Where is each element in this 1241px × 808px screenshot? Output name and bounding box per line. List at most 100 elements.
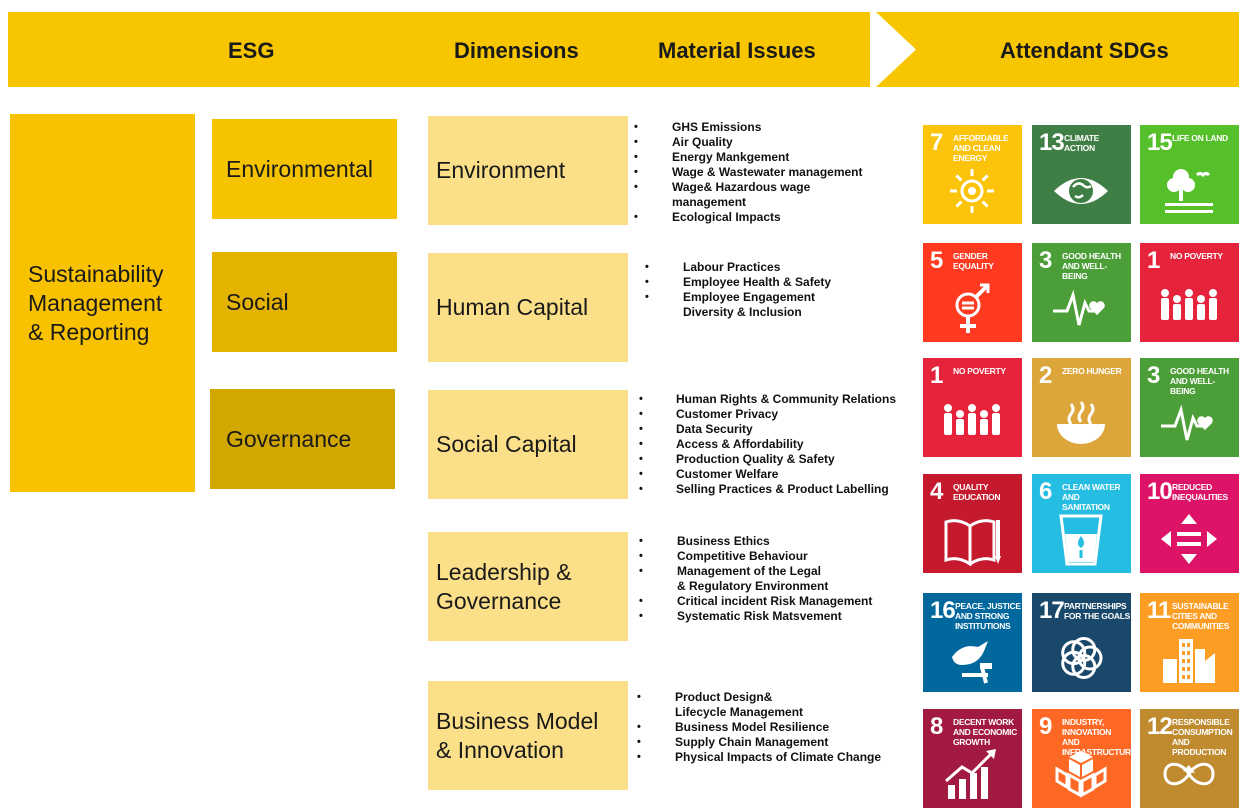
sdg-title: Reduced inequalities bbox=[1172, 482, 1228, 502]
sdg-tile-12: 12Responsible consumption and production bbox=[1140, 709, 1239, 808]
sdg-number: 11 bbox=[1147, 597, 1171, 624]
issues-environment: •GHS Emissions •Air Quality •Energy Mank… bbox=[634, 120, 863, 225]
dimension-label: Social Capital bbox=[436, 431, 577, 457]
issue-item: •Physical Impacts of Climate Change bbox=[637, 750, 882, 764]
sdg-title: No poverty bbox=[953, 366, 1006, 376]
sdg-title: Good health and well-being bbox=[1062, 251, 1121, 281]
header-sdg-bar bbox=[876, 12, 1239, 87]
issue-item: •Wage & Wastewater management bbox=[634, 165, 863, 179]
growth-chart-icon bbox=[945, 749, 996, 799]
sdg-number: 10 bbox=[1147, 478, 1173, 505]
sdg-number: 8 bbox=[930, 713, 943, 740]
header-esg: ESG bbox=[228, 38, 275, 63]
family-icon bbox=[944, 404, 1000, 435]
heartbeat-icon bbox=[1161, 404, 1213, 441]
dimension-label: Environment bbox=[436, 157, 566, 183]
family-icon bbox=[1161, 289, 1217, 320]
issue-item: •Critical incident Risk Management bbox=[639, 594, 873, 608]
sdg-tile-3: 3Good health and well-being bbox=[1140, 358, 1239, 457]
dove-icon bbox=[952, 641, 992, 684]
header-attendant-sdgs: Attendant SDGs bbox=[1000, 38, 1169, 63]
book-icon bbox=[944, 519, 1001, 566]
sdg-title: No poverty bbox=[1170, 251, 1223, 261]
sdg-number: 17 bbox=[1039, 597, 1065, 624]
issue-item: •Labour Practices bbox=[645, 260, 781, 274]
sdg-tile-3: 3 Good health and well-being bbox=[1032, 243, 1131, 342]
governance-label: Governance bbox=[226, 425, 352, 452]
issue-item: •Selling Practices & Product Labelling bbox=[639, 482, 889, 496]
sdg-title: Clean water and sanitation bbox=[1062, 482, 1121, 512]
sdg-tile-9: 9Industry, innovation and infrastructure bbox=[1032, 709, 1131, 808]
sdg-tile-13: 13Climate action bbox=[1032, 125, 1131, 224]
issue-item: •Energy Mankgement bbox=[634, 150, 790, 164]
issue-item: •Access & Affordability bbox=[639, 437, 804, 451]
cubes-icon bbox=[1055, 751, 1107, 798]
sdg-number: 5 bbox=[930, 247, 943, 274]
dimension-human-capital: Human Capital bbox=[428, 253, 628, 362]
water-icon bbox=[1059, 514, 1103, 566]
equality-arrows-icon bbox=[1161, 514, 1217, 564]
issues-human-capital: •Labour Practices •Employee Health & Saf… bbox=[645, 260, 832, 320]
issue-item: •Management of the Legal bbox=[639, 564, 822, 578]
sdg-title: Affordable and clean energy bbox=[953, 133, 1009, 163]
sdg-number: 2 bbox=[1039, 362, 1052, 389]
issue-item: •Human Rights & Community Relations bbox=[639, 392, 897, 406]
sdg-title: Gender equality bbox=[953, 251, 994, 271]
issue-item: •GHS Emissions bbox=[634, 120, 762, 134]
sdg-tile-8: 8 Decent work and economic growth bbox=[923, 709, 1022, 808]
sdg-number: 16 bbox=[930, 597, 956, 624]
heartbeat-icon bbox=[1053, 289, 1105, 326]
sdg-number: 3 bbox=[1147, 362, 1160, 389]
sdg-tile-17: 17Partnerships for the goals bbox=[1032, 593, 1131, 692]
sdg-title: Life on land bbox=[1172, 133, 1228, 143]
rings-icon bbox=[1061, 636, 1103, 680]
sdg-title: Zero hunger bbox=[1062, 366, 1122, 376]
sustainability-label: Sustainability Management & Reporting bbox=[28, 260, 164, 345]
sdg-tile-11: 11Sustainable cities and communities bbox=[1140, 593, 1239, 692]
environmental-label: Environmental bbox=[226, 155, 374, 182]
sdg-number: 6 bbox=[1039, 478, 1052, 505]
issues-social-capital: •Human Rights & Community Relations •Cus… bbox=[639, 392, 897, 497]
social-label: Social bbox=[226, 288, 289, 315]
dimension-label: Business Model & Innovation bbox=[436, 707, 599, 763]
sdg-number: 3 bbox=[1039, 247, 1052, 274]
sdg-number: 1 bbox=[1147, 247, 1160, 274]
issue-item: •Ecological Impacts bbox=[634, 210, 781, 224]
sdg-number: 4 bbox=[930, 478, 943, 505]
issue-item: •Business Ethics bbox=[639, 534, 770, 548]
sdg-number: 15 bbox=[1147, 129, 1173, 156]
issue-item: management bbox=[672, 195, 747, 209]
dimension-leadership-governance: Leadership & Governance bbox=[428, 532, 628, 641]
header-bar bbox=[8, 12, 870, 87]
dimension-business-model: Business Model & Innovation bbox=[428, 681, 628, 790]
sustainability-block: Sustainability Management & Reporting bbox=[10, 114, 195, 492]
sdg-tile-16: 16Peace, justice and strong institutions bbox=[923, 593, 1022, 692]
issue-item: •Business Model Resilience bbox=[637, 720, 830, 734]
issue-item: •Customer Privacy bbox=[639, 407, 779, 421]
sdg-tile-6: 6 Clean water and sanitation bbox=[1032, 474, 1131, 573]
sdg-number: 7 bbox=[930, 129, 943, 156]
issue-item: •Wage& Hazardous wage bbox=[634, 180, 811, 194]
sdg-tile-15: 15Life on land bbox=[1140, 125, 1239, 224]
sdg-number: 13 bbox=[1039, 129, 1065, 156]
issue-item: Diversity & Inclusion bbox=[683, 305, 802, 319]
issue-item: •Employee Health & Safety bbox=[645, 275, 832, 289]
sdg-tile-5: 5 Gender equality bbox=[923, 243, 1022, 342]
dimension-social-capital: Social Capital bbox=[428, 390, 628, 499]
header-dimensions: Dimensions bbox=[454, 38, 579, 63]
issue-item: •Production Quality & Safety bbox=[639, 452, 835, 466]
sdg-title: Industry, innovation and infrastructure bbox=[1062, 717, 1131, 757]
sdg-title: Decent work and economic growth bbox=[953, 717, 1017, 747]
issue-item: •Supply Chain Management bbox=[637, 735, 829, 749]
sdg-number: 12 bbox=[1147, 713, 1173, 740]
city-icon bbox=[1163, 639, 1215, 683]
infinity-icon bbox=[1163, 762, 1215, 786]
issue-item: Lifecycle Management bbox=[675, 705, 804, 719]
sdg-title: Quality education bbox=[953, 482, 1001, 502]
sun-icon bbox=[950, 169, 994, 213]
issue-item: •Systematic Risk Matsvement bbox=[639, 609, 842, 623]
dimension-label: Human Capital bbox=[436, 294, 589, 320]
sdg-number: 1 bbox=[930, 362, 943, 389]
sdg-tile-10: 10Reduced inequalities bbox=[1140, 474, 1239, 573]
tree-icon bbox=[1165, 169, 1213, 213]
